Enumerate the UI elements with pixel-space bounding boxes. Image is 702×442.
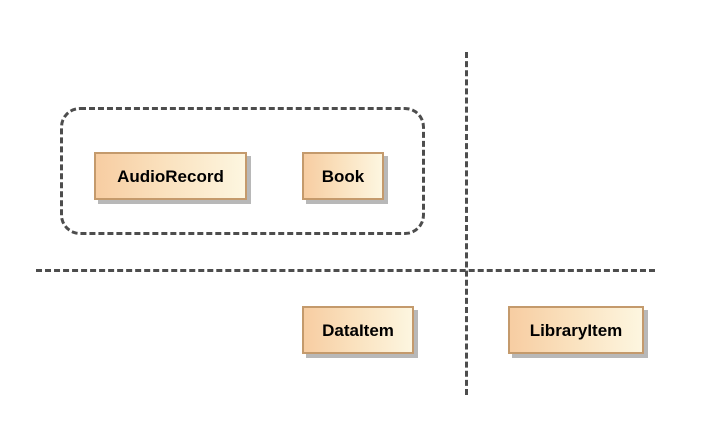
class-node-label: LibraryItem (529, 320, 623, 340)
class-node-label: AudioRecord (117, 166, 224, 186)
class-node-dataitem[interactable]: DataItem (302, 306, 414, 354)
horizontal-divider (36, 269, 655, 272)
class-node-label: Book (321, 166, 365, 186)
class-node-libraryitem[interactable]: LibraryItem (508, 306, 644, 354)
class-node-book[interactable]: Book (302, 152, 384, 200)
class-node-label: DataItem (322, 320, 394, 340)
class-node-audiorecord[interactable]: AudioRecord (94, 152, 247, 200)
group-frame[interactable] (60, 107, 425, 235)
vertical-divider (465, 52, 468, 395)
